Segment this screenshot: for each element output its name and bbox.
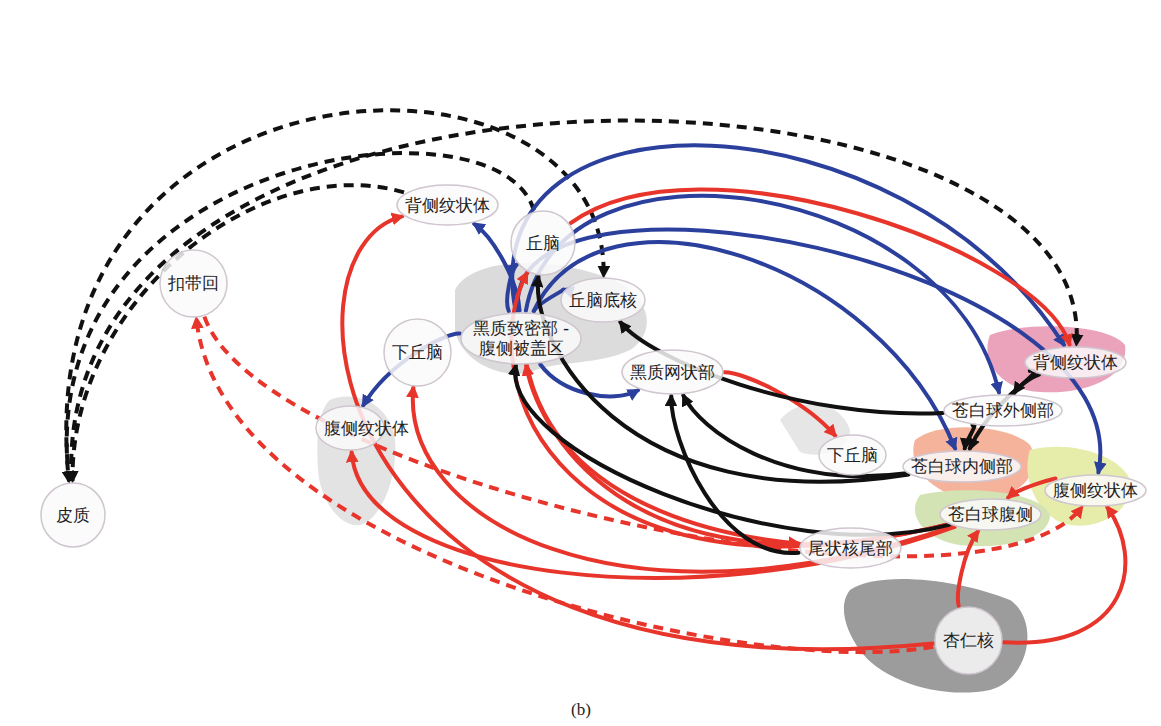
region-label: 丘脑 <box>526 233 560 253</box>
projection-arrow <box>958 531 978 606</box>
region-label: 下丘脑 <box>827 445 878 465</box>
region-circle: 丘脑 <box>511 211 575 275</box>
region-label: 腹侧纹状体 <box>324 418 376 438</box>
projection-arrow <box>515 365 949 534</box>
region-circle: 丘脑底核 <box>561 278 645 322</box>
region-circle: 黑质致密部 -腹侧被盖区 <box>461 313 581 364</box>
amygdala-shape <box>844 579 1028 693</box>
region-circle: 黑质网状部 <box>622 350 723 394</box>
region-circle: 下丘脑 <box>819 435 886 475</box>
region-label: 苍白球外侧部 <box>952 400 1054 420</box>
region-label: 腹侧纹状体 <box>1053 480 1138 500</box>
region-label: 下丘脑 <box>392 342 443 362</box>
region-circle: 苍白球外侧部 <box>944 395 1062 426</box>
projection-arrow <box>683 395 906 476</box>
region-circle: 苍白球腹侧 <box>940 499 1041 530</box>
region-circle: 下丘脑 <box>384 319 451 386</box>
region-label: 背侧纹状体 <box>405 195 490 215</box>
projection-arrow <box>196 318 933 652</box>
region-label: 丘脑底核 <box>569 290 637 310</box>
region-circle: 腹侧纹状体 <box>1045 475 1146 506</box>
projection-arrow <box>512 145 1064 345</box>
region-circle: 杏仁核 <box>935 607 1002 674</box>
region-label: 黑质网状部 <box>630 362 715 382</box>
region-label: 扣带回 <box>168 273 219 293</box>
region-label: 杏仁核 <box>943 630 994 650</box>
region-label: 皮质 <box>56 505 90 525</box>
projection-arrow <box>620 322 943 413</box>
region-circle: 腹侧纹状体 <box>316 406 384 450</box>
projection-arrow <box>571 189 1070 344</box>
projection-arrow <box>71 121 1077 481</box>
region-circle: 背侧纹状体 <box>1025 347 1126 378</box>
region-label: 尾状核尾部 <box>808 538 893 558</box>
projection-arrow <box>1003 507 1125 643</box>
region-circle: 苍白球内侧部 <box>903 451 1021 482</box>
region-circle: 背侧纹状体 <box>397 185 498 225</box>
projection-arrow <box>671 396 798 553</box>
figure-caption: (b) <box>571 700 591 720</box>
region-circle: 皮质 <box>41 483 105 547</box>
region-circle: 扣带回 <box>160 250 227 317</box>
projection-arrow <box>342 216 932 649</box>
projection-arrow <box>965 425 975 449</box>
brainstem-shape <box>455 263 647 374</box>
projection-arrow <box>526 196 999 393</box>
projection-arrow <box>67 153 534 481</box>
region-label: 苍白球腹侧 <box>948 504 1033 524</box>
region-label: 黑质致密部 -腹侧被盖区 <box>469 318 573 359</box>
projection-arrow <box>534 242 955 448</box>
region-label: 背侧纹状体 <box>1033 352 1118 372</box>
region-circle: 尾状核尾部 <box>800 528 901 568</box>
projection-arrow <box>518 229 1101 472</box>
region-label: 苍白球内侧部 <box>911 456 1013 476</box>
projection-arrow <box>511 273 947 546</box>
projection-arrow <box>72 185 404 481</box>
